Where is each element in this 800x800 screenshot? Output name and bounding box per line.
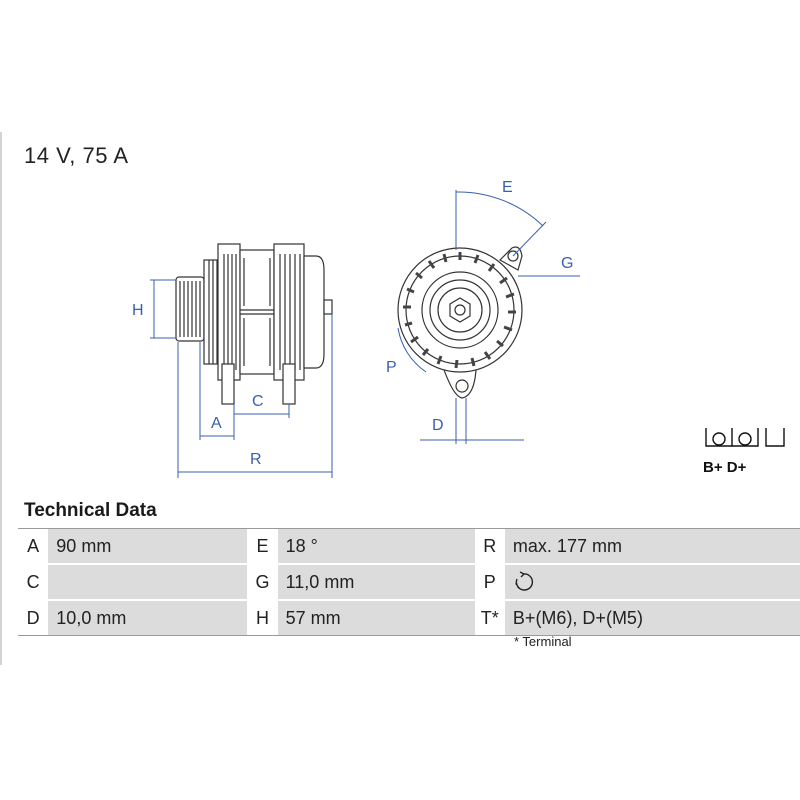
spec-key: A: [18, 528, 49, 565]
front-dimension-labels: E G P D: [386, 179, 573, 434]
spec-key: R: [474, 528, 505, 565]
dim-label-c: C: [252, 393, 264, 410]
technical-data-title: Technical Data: [24, 500, 157, 521]
front-dimensions: [397, 190, 580, 444]
spec-value: [48, 564, 248, 601]
spec-key: D: [18, 600, 49, 636]
front-view: [397, 246, 523, 399]
spec-key: G: [247, 564, 278, 601]
dim-label-r: R: [250, 451, 262, 468]
spec-value-rotation: [504, 564, 800, 601]
dim-label-d: D: [432, 417, 444, 434]
front-foot: [221, 363, 235, 405]
side-dimension-labels: H R A C: [132, 302, 264, 468]
spec-value: 57 mm: [277, 600, 475, 636]
table-row: A 90 mm E 18 ° R max. 177 mm: [18, 528, 800, 565]
spec-key: P: [474, 564, 505, 601]
spec-value: B+(M6), D+(M5): [504, 600, 800, 636]
vent-slots: [403, 252, 516, 369]
front-housing: [203, 243, 241, 381]
side-view: [175, 243, 333, 405]
dim-label-a: A: [211, 415, 222, 432]
left-rule: [0, 132, 2, 665]
table-row: D 10,0 mm H 57 mm T* B+(M6), D+(M5): [18, 600, 800, 636]
terminal-symbols: [705, 428, 785, 447]
spec-key: E: [247, 528, 278, 565]
side-dimensions: [150, 279, 333, 478]
rear-cover: [303, 255, 325, 369]
rear-foot: [282, 363, 296, 405]
dim-label-p: P: [386, 359, 397, 376]
dim-label-g: G: [561, 255, 573, 272]
terminal-footnote: * Terminal: [514, 634, 572, 649]
spec-key: H: [247, 600, 278, 636]
terminal-b-plus-icon: [705, 428, 733, 447]
table-row: C G 11,0 mm P: [18, 564, 800, 601]
rating-title: 14 V, 75 A: [24, 143, 129, 168]
spec-value: 11,0 mm: [277, 564, 475, 601]
dim-label-h: H: [132, 302, 144, 319]
terminal-d-plus-icon: [732, 428, 759, 447]
alternator-drawing: H R A C: [132, 179, 580, 478]
dim-label-e: E: [502, 179, 513, 196]
hex-nut: [449, 297, 471, 323]
pulley: [175, 276, 205, 342]
spec-key: T*: [474, 600, 505, 636]
spec-value: 90 mm: [48, 528, 248, 565]
spec-value: 18 °: [277, 528, 475, 565]
technical-data-table: A 90 mm E 18 ° R max. 177 mm C G 11,0 mm…: [18, 528, 800, 636]
terminal-label: B+ D+: [703, 459, 747, 476]
spec-value: 10,0 mm: [48, 600, 248, 636]
clockwise-rotation-icon: [515, 571, 534, 591]
stator: [239, 249, 275, 375]
spec-value: max. 177 mm: [504, 528, 800, 565]
spec-key: C: [18, 564, 49, 601]
terminal-blank-icon: [765, 428, 785, 447]
rear-housing: [273, 243, 305, 381]
